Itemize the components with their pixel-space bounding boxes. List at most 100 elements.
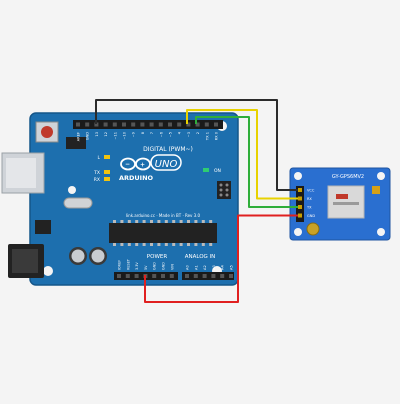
analog-pin-hole [229, 274, 233, 278]
gps-pin-header [296, 186, 304, 222]
gps-module: GY-GPS6MV2 VCC RX TX GND [289, 167, 391, 241]
chip-pin [142, 243, 146, 246]
chip-pin [135, 220, 139, 223]
digital-pin-hole [140, 122, 145, 127]
digital-pin-label: ~5 [169, 132, 173, 137]
led-label-rx: RX [94, 177, 100, 183]
digital-pin-hole [112, 122, 117, 127]
digital-pin-label: 7 [150, 132, 154, 134]
icsp-header-top [66, 137, 86, 149]
analog-header [182, 272, 234, 280]
digital-header-label: DIGITAL (PWM~) [143, 146, 193, 153]
gps-pin-label: VCC [307, 189, 315, 193]
chip-pin [142, 220, 146, 223]
analog-pin-label: A5 [230, 265, 234, 270]
chip-pin [127, 220, 131, 223]
digital-pin-label: ~9 [132, 131, 136, 137]
digital-pin-label: ~3 [187, 132, 191, 137]
wire-yellow [186, 109, 298, 200]
model-text: UNO [155, 159, 178, 170]
digital-pin-label: RX 0 [215, 131, 219, 140]
digital-pin-hole [186, 122, 191, 127]
gps-pin-label: GND [307, 214, 315, 218]
chip-pin [201, 220, 205, 223]
power-pin-label: RESET [126, 258, 130, 270]
digital-pin-hole [131, 122, 136, 127]
led-label-l: L [97, 155, 100, 161]
chip-pin [150, 243, 153, 246]
digital-pin-hole [158, 122, 163, 127]
gps-pin-label: TX [306, 206, 312, 210]
chip-pin [157, 243, 161, 246]
digital-pin-label: TX 1 [205, 132, 209, 141]
gps-pin [298, 196, 302, 201]
power-pin-hole [152, 274, 157, 278]
gps-pin [298, 213, 302, 218]
digital-pin-label: ~10 [123, 131, 127, 139]
chip-pin [127, 243, 131, 246]
digital-pin-hole [149, 122, 154, 127]
gps-pin-label: RX [307, 197, 312, 201]
chip-pin [164, 243, 168, 246]
power-pin-label: IOREF [118, 260, 122, 270]
digital-pin-label: 13 [95, 132, 99, 137]
led-label-tx: TX [93, 170, 100, 176]
power-pin-hole [117, 274, 121, 278]
chip-pin [209, 220, 213, 223]
power-pin-hole [169, 274, 174, 278]
crystal-oscillator [63, 197, 93, 209]
digital-pin-hole [177, 122, 182, 127]
digital-pin-label: 8 [141, 131, 145, 134]
digital-header [73, 120, 223, 129]
gps-mount-hole [377, 228, 385, 236]
chip-pin [194, 220, 198, 223]
chip-pin [164, 220, 168, 223]
svg-text:−: − [125, 161, 130, 168]
analog-pin-hole [220, 274, 225, 278]
digital-pin-label: 12 [104, 132, 108, 137]
digital-pin-hole [168, 122, 172, 127]
gps-mount-hole [294, 228, 302, 236]
on-label: ON [214, 168, 221, 174]
model-badge [150, 154, 182, 171]
chip-pin [120, 220, 124, 223]
antenna-connector [372, 186, 380, 194]
reset-button-cap[interactable] [41, 126, 53, 138]
digital-pin-label: GND [86, 132, 90, 140]
svg-text:+: + [140, 162, 145, 169]
wire-green [195, 116, 298, 208]
chip-pin [120, 243, 124, 246]
on-led [203, 168, 209, 172]
wire-gnd [95, 99, 298, 191]
chip-pin [135, 243, 139, 246]
chip-pin [209, 243, 213, 246]
analog-header-label: ANALOG IN [185, 254, 216, 260]
analog-pin-hole [202, 274, 207, 278]
chip-pin [187, 243, 190, 246]
analog-pin-hole [211, 274, 216, 278]
wire-vcc [144, 214, 298, 303]
atmega-chip: link.arduino.cc · Made in BT · Rev 3.0 [109, 213, 217, 246]
gps-pin [298, 205, 302, 209]
chip-pin [172, 243, 176, 246]
mount-hole [68, 186, 76, 194]
power-pin-label: 3.3V [135, 262, 139, 270]
chip-pin [157, 220, 161, 223]
power-header-label: POWER [147, 254, 168, 260]
digital-pin-label: 2 [196, 132, 200, 134]
power-pin-label: VIN [170, 264, 174, 270]
power-pin-hole [134, 274, 139, 278]
analog-pin-label: A1 [194, 265, 198, 270]
analog-pin-hole [193, 274, 198, 278]
power-jack-inner [12, 249, 38, 273]
chip-pin [150, 220, 153, 223]
analog-pin-label: A2 [203, 265, 207, 270]
gps-module-name: GY-GPS6MV2 [332, 174, 364, 180]
voltage-regulator [35, 220, 51, 234]
chip-pin [179, 220, 183, 223]
digital-pin-label: 4 [178, 131, 182, 134]
power-pin-hole [125, 274, 130, 278]
